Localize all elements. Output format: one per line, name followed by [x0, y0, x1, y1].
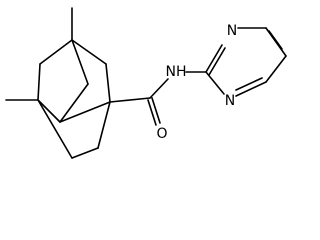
cage-bond: [59, 101, 111, 123]
amide-nitrogen-label: NH: [166, 64, 187, 80]
ring-bond-double: [235, 77, 263, 91]
amide-nitrogen-bond: [149, 78, 169, 99]
ring-bond-double: [268, 30, 283, 50]
pyrimidine-nitrogen-top-label: N: [227, 23, 237, 39]
cage-bond: [71, 39, 89, 85]
carbonyl-oxygen-label: O: [156, 126, 167, 142]
cage-bond: [59, 83, 89, 123]
chemical-structure-figure: NH O N N: [5, 7, 287, 159]
cage-bond: [37, 63, 41, 101]
carbonyl-double-bond-a: [147, 99, 157, 126]
cage-bond: [37, 99, 61, 123]
structure-svg: NH O N N: [5, 7, 287, 159]
ring-bond-double: [208, 47, 226, 76]
adamantane-bonds: [5, 7, 111, 159]
amide-bonds: [109, 71, 207, 126]
pyrimidine-nitrogen-bottom-label: N: [225, 93, 235, 109]
pyrimidine-ring: [205, 27, 287, 97]
carbonyl-double-bond-b: [151, 97, 161, 124]
cage-bond: [97, 101, 111, 149]
cage-bond: [71, 147, 99, 159]
cage-bond: [37, 99, 73, 159]
carbonyl-carbon-bond: [109, 97, 151, 103]
cage-bond: [39, 39, 73, 65]
ring-bond: [265, 55, 287, 83]
ring-bond: [205, 44, 223, 73]
ring-bond: [235, 81, 267, 97]
cage-bond: [71, 39, 107, 65]
cage-bond: [105, 63, 111, 103]
ring-bond: [205, 71, 225, 95]
